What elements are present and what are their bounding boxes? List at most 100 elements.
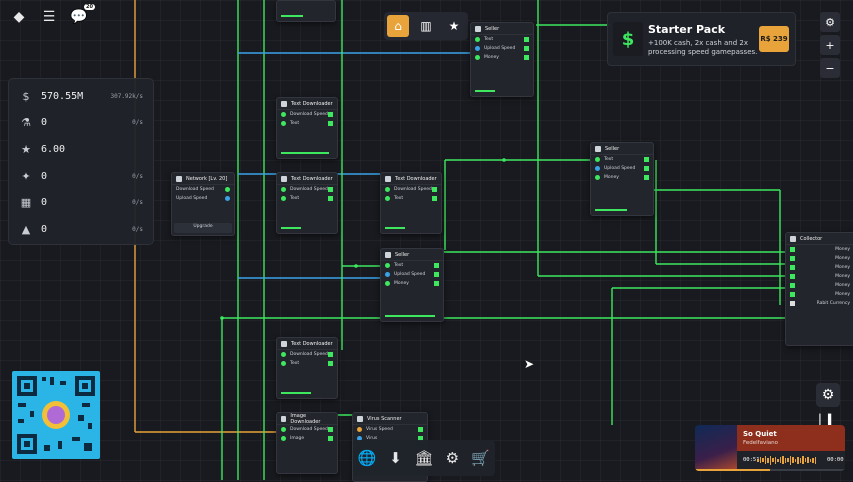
- node-port-label: Money: [484, 55, 499, 60]
- node-network[interactable]: Network [Lv. 20] Download Speed Upload S…: [171, 172, 235, 236]
- starter-pack-offer[interactable]: $ Starter Pack +100K cash, 2x cash and 2…: [607, 12, 796, 66]
- roblox-logo-icon[interactable]: ◆: [13, 9, 25, 25]
- top-left-controls: ◆ ☰ 💬20: [10, 4, 95, 26]
- node-image-downloader[interactable]: Image Downloader Download Speed Image: [276, 412, 338, 474]
- node-port-label: Text: [604, 157, 614, 162]
- stats-toggle-button[interactable]: ▏▍: [816, 413, 840, 427]
- building-icon: ▦: [20, 196, 32, 210]
- settings-tool-button[interactable]: ⚙: [440, 446, 464, 470]
- tab-home[interactable]: ⌂: [387, 15, 409, 37]
- node-port-label: Download Speed: [176, 187, 214, 192]
- stat-rate: 0/s: [132, 225, 143, 233]
- node-port-label: Download Speed: [290, 112, 328, 117]
- zoom-in-button[interactable]: +: [820, 35, 840, 55]
- zoom-out-button[interactable]: −: [820, 58, 840, 78]
- node-title: Virus Scanner: [367, 415, 402, 422]
- shield-icon: [357, 415, 363, 422]
- stat-value: 0: [41, 170, 48, 182]
- network-tool-button[interactable]: 🌐: [355, 446, 379, 470]
- globe-icon: [176, 175, 182, 182]
- waveform: [757, 455, 817, 465]
- bank-tool-button[interactable]: 🏛: [412, 446, 436, 470]
- download-icon: ⬇: [389, 449, 402, 467]
- plus-icon: +: [825, 38, 835, 52]
- track-progress-fill: [695, 469, 770, 471]
- menu-icon[interactable]: ☰: [42, 9, 56, 25]
- chat-icon[interactable]: 💬20: [70, 4, 95, 25]
- node-partial-top[interactable]: [276, 0, 336, 22]
- stat-value: 0: [41, 223, 48, 235]
- node-port-label: Text: [290, 196, 300, 201]
- track-artist: Fedelfaviano: [743, 440, 778, 446]
- track-progress[interactable]: [695, 469, 845, 471]
- node-port-label: Rabit Currency: [816, 301, 850, 306]
- tab-stats[interactable]: ▥: [415, 15, 437, 37]
- stat-value: 570.55M: [41, 90, 84, 102]
- node-port-label: Money: [835, 265, 850, 270]
- cash-boost-icon: $: [613, 22, 643, 56]
- download-tool-button[interactable]: ⬇: [384, 446, 408, 470]
- stat-rate: 0/s: [132, 172, 143, 180]
- node-seller-mid[interactable]: Seller Text Upload Speed Money: [380, 248, 444, 322]
- node-text-downloader-2[interactable]: Text Downloader Download Speed Text: [276, 172, 338, 234]
- globe-icon: 🌐: [357, 449, 377, 467]
- node-title: Seller: [395, 251, 410, 258]
- node-title: Text Downloader: [291, 175, 333, 182]
- node-port-label: Virus: [366, 436, 378, 441]
- node-port-label: Upload Speed: [484, 46, 516, 51]
- node-collector[interactable]: Collector Money Money Money Money Money …: [785, 232, 853, 346]
- stat-money: $570.55M 307.92k/s: [9, 83, 153, 110]
- qr-pattern: [16, 375, 96, 455]
- node-seller-top[interactable]: Seller Text Upload Speed Money: [470, 22, 534, 97]
- qr-code-image: [12, 371, 100, 459]
- collector-icon: [790, 235, 796, 242]
- node-title: Seller: [605, 145, 620, 152]
- settings-small-button[interactable]: ⚙: [820, 12, 840, 32]
- text-icon: [281, 100, 287, 107]
- node-port-label: Virus Speed: [366, 427, 393, 432]
- node-port-label: Money: [835, 247, 850, 252]
- node-port-label: Download Speed: [290, 187, 328, 192]
- text-icon: [385, 175, 391, 182]
- track-info-banner: [737, 425, 845, 451]
- node-port-label: Money: [394, 281, 409, 286]
- node-port-label: Upload Speed: [604, 166, 636, 171]
- starter-pack-buy-button[interactable]: R$ 239: [759, 26, 789, 52]
- node-text-downloader-4[interactable]: Text Downloader Download Speed Text: [276, 337, 338, 399]
- settings-button[interactable]: ⚙: [816, 383, 840, 407]
- mouse-cursor-icon: ➤: [524, 357, 535, 371]
- gear-icon: ⚙: [825, 15, 835, 29]
- node-title: Seller: [485, 25, 500, 32]
- node-text-downloader-3[interactable]: Text Downloader Download Speed Text: [380, 172, 442, 234]
- minus-icon: −: [825, 61, 835, 75]
- seller-icon: [385, 251, 391, 258]
- stat-rate: 307.92k/s: [110, 92, 143, 100]
- music-player[interactable]: So Quiet Fedelfaviano 00:51 00:00: [695, 425, 845, 471]
- gear-icon: ⚙: [821, 387, 835, 403]
- money-icon: $: [22, 89, 30, 103]
- node-port-label: Text: [394, 263, 404, 268]
- stat-rate: 0/s: [132, 119, 143, 127]
- network-upgrade-button[interactable]: Upgrade: [174, 223, 232, 233]
- node-port-label: Upload Speed: [176, 196, 208, 201]
- star-icon: ★: [21, 142, 31, 156]
- flask-icon: ⚗: [21, 116, 31, 130]
- shop-tool-button[interactable]: 🛒: [469, 446, 493, 470]
- seller-icon: [475, 25, 481, 32]
- stat-stars: ★ 6.00: [9, 136, 153, 163]
- node-port-label: Money: [835, 274, 850, 279]
- node-seller-right[interactable]: Seller Text Upload Speed Money: [590, 142, 654, 216]
- stat-value: 6.00: [41, 143, 66, 155]
- node-port-label: Text: [290, 361, 300, 366]
- tab-favorites[interactable]: ★: [443, 15, 465, 37]
- star-icon: ★: [448, 19, 460, 33]
- node-port-label: Download Speed: [290, 352, 328, 357]
- node-port-label: Upload Speed: [394, 272, 426, 277]
- node-text-downloader-1[interactable]: Text Downloader Download Speed Text: [276, 97, 338, 159]
- node-title: Collector: [800, 235, 823, 242]
- node-port-label: Money: [604, 175, 619, 180]
- build-toolbar: 🌐 ⬇ 🏛 ⚙ 🛒: [353, 440, 495, 476]
- node-title: Network [Lv. 20]: [186, 175, 228, 182]
